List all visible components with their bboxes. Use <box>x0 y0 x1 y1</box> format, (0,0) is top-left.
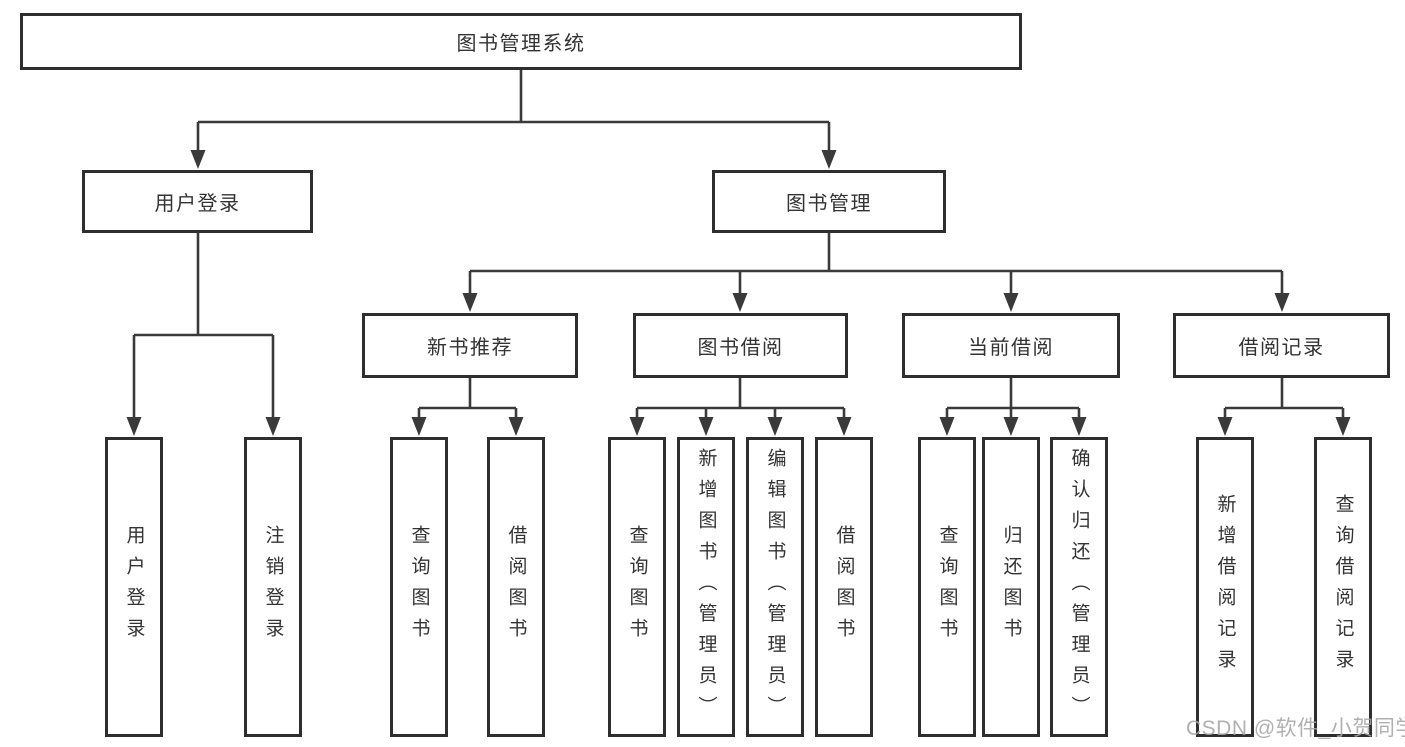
leaf-query-borrow-record: 查询借阅记录 <box>1314 437 1372 737</box>
leaf-edit-book-admin: 编辑图书（管理员） <box>746 437 804 737</box>
leaf-query-books-current: 查询图书 <box>918 437 976 737</box>
node-label: 编辑图书（管理员） <box>764 447 786 727</box>
leaf-query-books-recommend: 查询图书 <box>390 437 448 737</box>
leaf-borrow-books-recommend: 借阅图书 <box>487 437 545 737</box>
leaf-return-book: 归还图书 <box>982 437 1040 737</box>
leaf-add-book-admin: 新增图书（管理员） <box>677 437 735 737</box>
node-label: 用户登录 <box>123 525 145 649</box>
node-label: 查询图书 <box>936 525 958 649</box>
node-label: 图书管理 <box>786 193 872 215</box>
leaf-logout: 注销登录 <box>244 437 302 737</box>
arrowhead-icons <box>126 150 1351 436</box>
node-book-borrowing: 图书借阅 <box>633 313 848 378</box>
node-label: 查询图书 <box>626 525 648 649</box>
node-label: 查询图书 <box>408 525 430 649</box>
node-book-management: 图书管理 <box>712 170 946 233</box>
node-label: 借阅图书 <box>505 525 527 649</box>
node-label: 借阅图书 <box>833 525 855 649</box>
node-label: 查询借阅记录 <box>1332 494 1354 680</box>
leaf-borrow-books-borrowing: 借阅图书 <box>815 437 873 737</box>
node-label: 用户登录 <box>154 193 241 215</box>
leaf-confirm-return-admin: 确认归还（管理员） <box>1050 437 1108 737</box>
csdn-watermark: CSDN @软件_小贺同学 <box>1186 717 1405 740</box>
node-label: 确认归还（管理员） <box>1068 447 1090 727</box>
node-label: 图书管理系统 <box>456 33 586 55</box>
node-label: 归还图书 <box>1000 525 1022 649</box>
node-borrowing-records: 借阅记录 <box>1173 313 1390 378</box>
node-label: 借阅记录 <box>1238 337 1325 359</box>
node-label: 注销登录 <box>262 525 284 649</box>
node-current-borrowing: 当前借阅 <box>902 313 1120 378</box>
node-label: 当前借阅 <box>968 337 1054 359</box>
leaf-add-borrow-record: 新增借阅记录 <box>1196 437 1254 737</box>
node-label: 新增借阅记录 <box>1214 494 1236 680</box>
node-label: 新增图书（管理员） <box>695 447 717 727</box>
node-label: 新书推荐 <box>427 337 513 359</box>
node-label: 图书借阅 <box>697 337 784 359</box>
node-new-book-recommendation: 新书推荐 <box>362 313 578 378</box>
node-library-management-system: 图书管理系统 <box>20 13 1022 70</box>
leaf-query-books-borrowing: 查询图书 <box>608 437 666 737</box>
node-user-login-branch: 用户登录 <box>82 170 313 233</box>
leaf-user-login: 用户登录 <box>105 437 163 737</box>
